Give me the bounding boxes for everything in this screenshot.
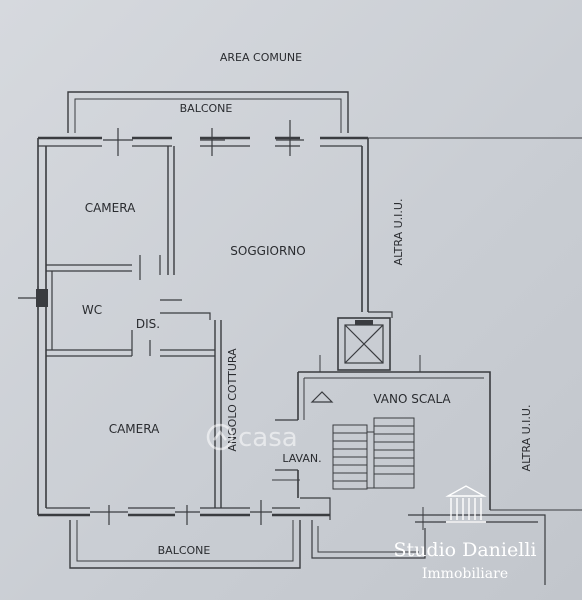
label-camera-bottom: CAMERA: [109, 422, 160, 436]
room-labels: AREA COMUNE BALCONE CAMERA SOGGIORNO ALT…: [82, 51, 533, 557]
brand-name: Studio Danielli: [394, 539, 537, 561]
watermark-logo-icon: [206, 423, 234, 451]
watermark-text: casa: [238, 423, 298, 453]
watermark: casa: [206, 423, 298, 453]
label-balcone-top: BALCONE: [180, 102, 233, 115]
label-altra-uiu-bottom: ALTRA U.I.U.: [520, 405, 533, 472]
label-area-comune: AREA COMUNE: [220, 51, 302, 64]
label-vano-scala: VANO SCALA: [373, 392, 451, 406]
label-altra-uiu-right: ALTRA U.I.U.: [392, 199, 405, 266]
brand-mark: Studio Danielli Immobiliare: [394, 485, 537, 582]
building-logo-icon: [445, 485, 487, 523]
walls: [18, 91, 582, 585]
label-dis: DIS.: [136, 317, 160, 331]
label-soggiorno: SOGGIORNO: [230, 244, 305, 258]
label-balcone-bottom: BALCONE: [158, 544, 211, 557]
label-wc: WC: [82, 303, 102, 317]
brand-subtitle: Immobiliare: [422, 566, 508, 582]
label-lavan: LAVAN.: [282, 452, 321, 465]
label-camera-top: CAMERA: [85, 201, 136, 215]
label-angolo-cottura: ANGOLO COTTURA: [226, 348, 239, 452]
